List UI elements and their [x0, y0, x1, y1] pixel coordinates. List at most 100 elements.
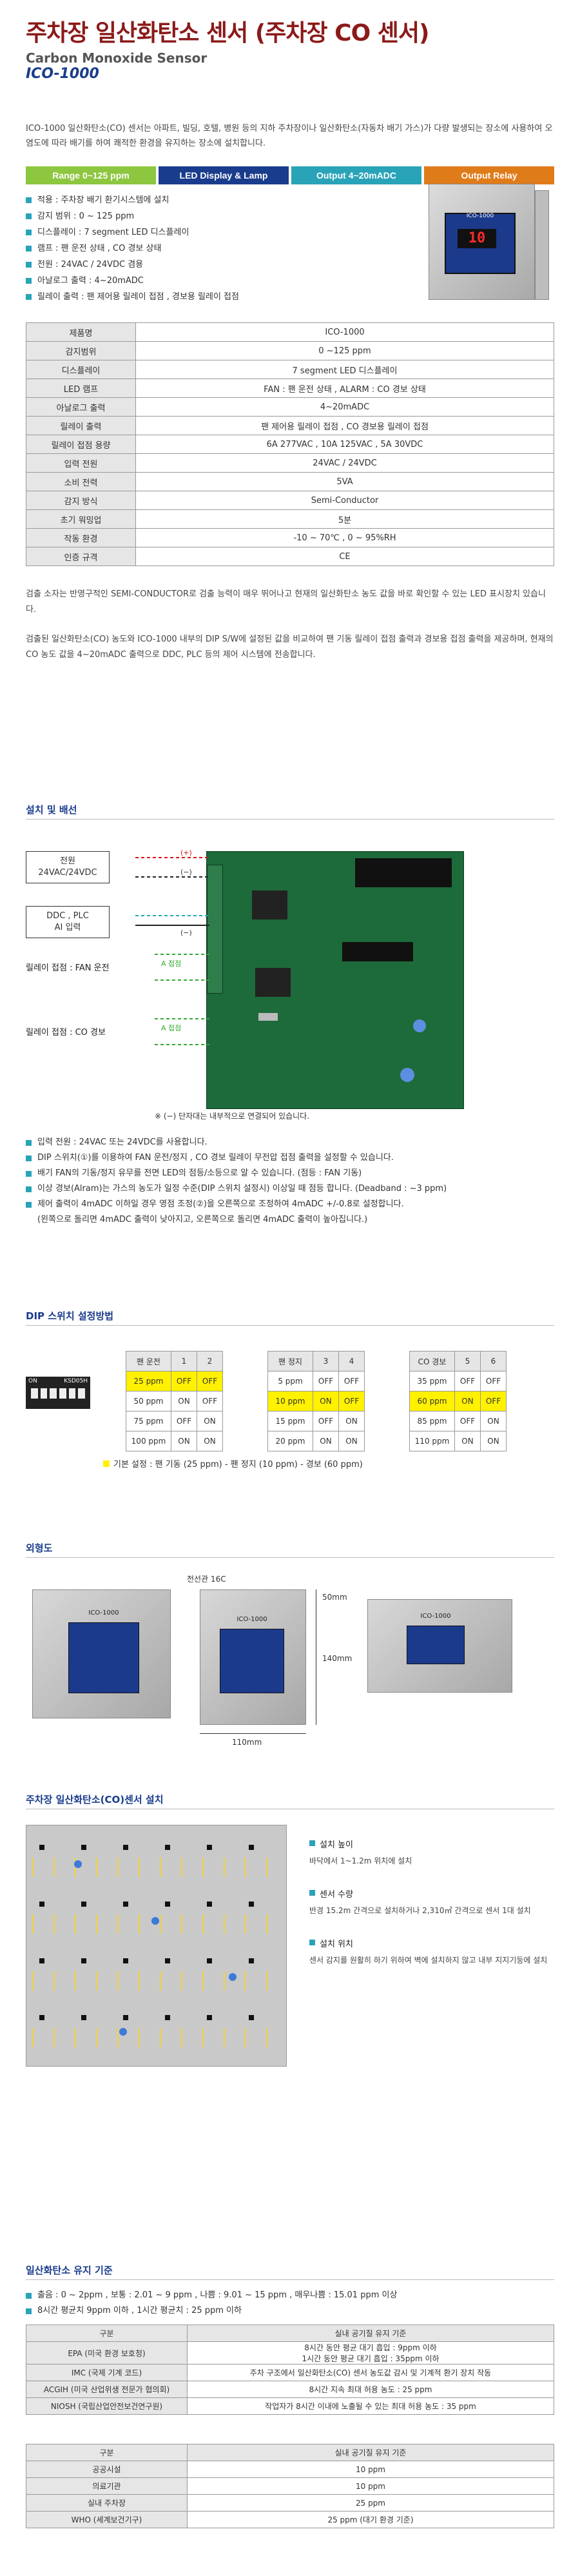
dip-cell: 110 ppm	[409, 1431, 455, 1451]
dip-on-label: ON	[28, 1378, 37, 1384]
wiring-title: 설치 및 배선	[26, 804, 77, 816]
led-display: 10	[458, 229, 496, 248]
pillar-mark	[39, 1902, 44, 1907]
pillar-mark	[165, 1902, 170, 1907]
pillar-mark	[81, 1902, 86, 1907]
table-cell: 공공시설	[26, 2461, 188, 2478]
dip-cell: OFF	[480, 1371, 507, 1391]
list-item: 입력 전원 : 24VAC 또는 24VDC를 사용합니다.	[26, 1135, 554, 1150]
table-cell: 25 ppm (대기 환경 기준)	[187, 2511, 554, 2528]
pillar-mark	[123, 1958, 128, 1963]
dip-header: CO 경보	[409, 1351, 455, 1372]
feature-bar: Range 0~125 ppm LED Display & Lamp Outpu…	[26, 166, 554, 184]
dip-cell: 60 ppm	[409, 1391, 455, 1411]
spec-value: 6A 277VAC , 10A 125VAC , 5A 30VDC	[135, 435, 554, 454]
table-cell: ACGIH (미국 산업위생 전문가 협의회)	[26, 2381, 188, 2398]
dip-cell: ON	[313, 1431, 339, 1451]
intro-text: ICO-1000 일산화탄소(CO) 센서는 아파트, 빌딩, 호텔, 병원 등…	[26, 124, 553, 148]
spec-key: LED 램프	[26, 379, 136, 398]
spec-key: 디스플레이	[26, 360, 136, 379]
dip-header: 팬 정지	[267, 1351, 313, 1372]
spec-key: 초기 워밍업	[26, 509, 136, 529]
list-item: 전원 : 24VAC / 24VDC 겸용	[26, 257, 361, 273]
table-row: IMC (국제 기계 코드)주차 구조에서 일산화탄소(CO) 센서 농도값 감…	[26, 2364, 554, 2381]
table-cell: EPA (미국 환경 보호청)	[26, 2341, 188, 2365]
table-cell: 10 ppm	[187, 2461, 554, 2478]
spec-key: 릴레이 출력	[26, 416, 136, 435]
table-cell: WHO (세계보건기구)	[26, 2511, 188, 2528]
install-location-heading: 설치 위치	[309, 1937, 554, 1949]
table-header: 실내 공기질 유지 기준	[187, 2325, 554, 2342]
pillar-mark	[249, 1845, 254, 1850]
spec-value: 5분	[135, 509, 554, 529]
page-title: 주차장 일산화탄소 센서 (주차장 CO 센서)	[26, 20, 429, 46]
list-item: 아날로그 출력 : 4~20mADC	[26, 273, 361, 289]
list-item: 적용 : 주차장 배기 환기시스템에 설치	[26, 192, 361, 208]
spec-value: -10 ~ 70℃ , 0 ~ 95%RH	[135, 528, 554, 547]
dimension-view: ICO-1000	[200, 1589, 306, 1725]
list-item: 출음 : 0 ~ 2ppm , 보통 : 2.01 ~ 9 ppm , 나쁨 :…	[26, 2288, 554, 2303]
list-item: 배기 FAN의 기동/정지 유무를 전면 LED의 점등/소등으로 알 수 있습…	[26, 1166, 554, 1181]
spec-key: 인증 규격	[26, 547, 136, 566]
dip-model-label: KSD05H	[64, 1378, 88, 1384]
dip-cell: OFF	[338, 1391, 365, 1411]
sensor-mark	[74, 1860, 82, 1868]
pillar-mark	[39, 1845, 44, 1850]
table-cell: 10 ppm	[187, 2477, 554, 2495]
dip-cell: ON	[454, 1431, 481, 1451]
pillar-mark	[123, 1845, 128, 1850]
dip-header: 팬 운전	[126, 1351, 171, 1372]
spec-value: 7 segment LED 디스플레이	[135, 360, 554, 379]
pillar-mark	[207, 2015, 212, 2020]
dip-cell: OFF	[171, 1411, 197, 1431]
dip-cell: 5 ppm	[267, 1371, 313, 1391]
feature-output-analog: Output 4~20mADC	[291, 166, 421, 184]
sensor-mark	[229, 1973, 237, 1981]
pcb-photo	[206, 851, 464, 1109]
dip-cell: OFF	[171, 1371, 197, 1391]
list-item: DIP 스위치(①)를 이용하여 FAN 운전/정지 , CO 경보 릴레이 무…	[26, 1150, 554, 1166]
device-brand: ICO-1000	[466, 213, 494, 219]
spec-key: 아날로그 출력	[26, 397, 136, 417]
table-cell: 주차 구조에서 일산화탄소(CO) 센서 농도값 감시 및 기계적 환기 장치 …	[187, 2364, 554, 2381]
dip-cell: OFF	[454, 1411, 481, 1431]
install-info: 설치 높이 바닥에서 1~1.2m 위치에 설치 센서 수량 반경 15.2m …	[309, 1825, 554, 1987]
dip-cell: 20 ppm	[267, 1431, 313, 1451]
table-row: WHO (세계보건기구)25 ppm (대기 환경 기준)	[26, 2511, 554, 2528]
spec-key: 제품명	[26, 322, 136, 342]
dip-cell: 50 ppm	[126, 1391, 171, 1411]
spec-value: Semi-Conductor	[135, 491, 554, 510]
width-label: 110mm	[232, 1738, 262, 1747]
sensor-mark	[151, 1917, 159, 1925]
dip-cell: OFF	[313, 1371, 339, 1391]
list-item: 이상 경보(Alram)는 가스의 농도가 일정 수준(DIP 스위치 설정시)…	[26, 1181, 554, 1197]
list-item: (왼쪽으로 돌리면 4mADC 출력이 낮아지고, 오른쪽으로 돌리면 4mAD…	[37, 1215, 368, 1224]
description-1: 검출 소자는 반영구적인 SEMI-CONDUCTOR로 검출 능력이 매우 뛰…	[26, 589, 546, 615]
dip-cell: ON	[338, 1431, 365, 1451]
dimension-photos: ICO-1000 ICO-1000 전선관 16C 50mm 140mm 110…	[26, 1573, 554, 1760]
spec-value: 팬 제어용 릴레이 접점 , CO 경보용 릴레이 접점	[135, 416, 554, 435]
spec-value: 24VAC / 24VDC	[135, 453, 554, 473]
dip-header: 5	[454, 1351, 481, 1372]
table-cell: NIOSH (국립산업안전보건연구원)	[26, 2397, 188, 2415]
dip-cell: ON	[480, 1431, 507, 1451]
contact-a-label: A 접점	[161, 959, 182, 968]
install-count-text: 반경 15.2m 간격으로 설치하거나 2,310㎡ 간격으로 센서 1대 설치	[309, 1906, 531, 1915]
feature-range: Range 0~125 ppm	[26, 166, 156, 184]
pillar-mark	[249, 2015, 254, 2020]
